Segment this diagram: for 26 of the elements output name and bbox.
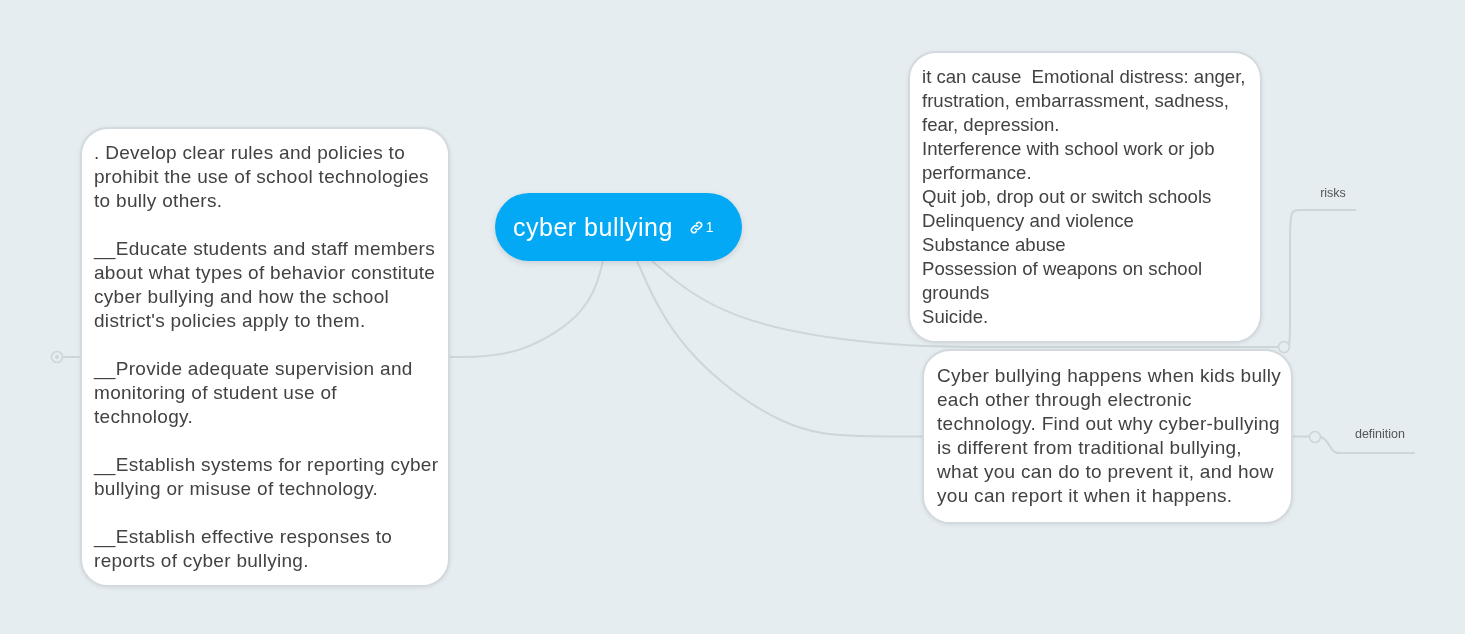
- central-topic: [495, 193, 742, 261]
- topic-text: Substance abuse: [922, 233, 1067, 257]
- topic-label: definition: [1354, 427, 1405, 441]
- topic-text: __Establish systems for reporting cyber bullying or misuse of technology.: [94, 453, 440, 501]
- topic-card: [908, 51, 1262, 343]
- topic-card: [80, 127, 450, 587]
- topic-text: Possession of weapons on school grounds: [922, 257, 1204, 305]
- topic-text: __Provide adequate supervision and monitoring of student use of technology.: [94, 357, 414, 429]
- topic-label: risks: [1320, 186, 1346, 200]
- link-count: 1: [705, 219, 714, 235]
- topic-title: cyber bullying: [513, 212, 673, 242]
- topic-text: . Develop clear rules and policies to prohibit the use of school technologies to bully others.: [94, 141, 430, 213]
- connector: [449, 260, 604, 358]
- topic-text: __Establish effective responses to reports of cyber bullying.: [94, 525, 394, 573]
- connector: [636, 260, 923, 438]
- topic-text: __Educate students and staff members about what types of behavior constitute cyber bullying and how the school district's policies apply to them.: [94, 237, 437, 333]
- topic-text: Interference with school work or job performance.: [922, 137, 1216, 185]
- topic-text: Quit job, drop out or switch schools: [922, 185, 1213, 209]
- connector: [1292, 435, 1346, 454]
- connector: [651, 260, 1263, 348]
- topic-text: Delinquency and violence: [922, 209, 1135, 233]
- topic-text: it can cause Emotional distress: anger, frustration, embarrassment, sadness, fear, depression.: [922, 65, 1247, 137]
- topic-text: Cyber bullying happens when kids bully each other through electronic technology. Find out why cyber-bullying is different from traditional bullying, what you can do to prevent it, and how you can report it when it happens.: [937, 364, 1283, 508]
- topic-text: Suicide.: [922, 305, 990, 329]
- topic-card: [922, 349, 1293, 524]
- connector: [1261, 209, 1311, 348]
